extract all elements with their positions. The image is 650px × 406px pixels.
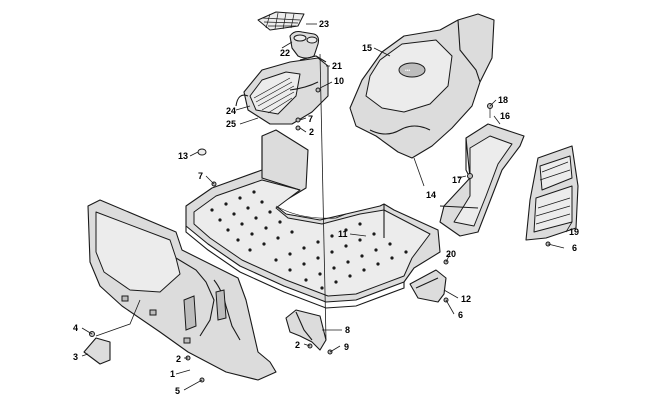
callout-7: 7 xyxy=(198,171,203,181)
callout-5: 5 xyxy=(175,386,180,396)
front-fender-hood: ••• xyxy=(349,13,495,159)
callout-25: 25 xyxy=(226,119,236,129)
callout-13: 13 xyxy=(178,151,188,161)
center-bracket xyxy=(285,309,327,351)
callout-3: 3 xyxy=(73,352,78,362)
callout-10: 10 xyxy=(334,76,344,86)
callout-17: 17 xyxy=(452,175,462,185)
callout-19: 19 xyxy=(569,227,579,237)
callout-12: 12 xyxy=(461,294,471,304)
callout-2: 2 xyxy=(176,354,181,364)
callout-9: 9 xyxy=(344,342,349,352)
leader-lines xyxy=(81,23,573,391)
floor-drain-holes xyxy=(210,190,408,290)
callout-6: 6 xyxy=(572,243,577,253)
callout-15: 15 xyxy=(362,43,372,53)
hardware-fasteners xyxy=(89,87,551,383)
floor-panel xyxy=(185,129,441,309)
cup-holder-grille xyxy=(257,11,305,31)
callout-8: 8 xyxy=(345,325,350,335)
callout-24: 24 xyxy=(226,106,236,116)
callout-22: 22 xyxy=(280,48,290,58)
callout-11: 11 xyxy=(338,229,348,239)
callout-1: 1 xyxy=(170,369,175,379)
callout-18: 18 xyxy=(498,95,508,105)
callout-14: 14 xyxy=(426,190,436,200)
callout-20: 20 xyxy=(446,249,456,259)
callout-6: 6 xyxy=(458,310,463,320)
floor-bracket xyxy=(409,269,447,303)
callout-4: 4 xyxy=(73,323,78,333)
callout-2: 2 xyxy=(295,340,300,350)
side-bracket xyxy=(83,337,111,365)
rear-firewall-panel xyxy=(87,199,277,381)
svg-text:•••: ••• xyxy=(405,68,411,74)
center-console xyxy=(235,55,329,125)
callout-7: 7 xyxy=(308,114,313,124)
callout-23: 23 xyxy=(319,19,329,29)
callout-16: 16 xyxy=(500,111,510,121)
callout-2: 2 xyxy=(309,127,314,137)
callout-labels: 1 2 2 2 3 4 5 6 6 7 7 8 9 10 11 12 13 14… xyxy=(73,19,579,396)
side-net-panel xyxy=(525,145,579,241)
cup-holder-insert xyxy=(289,30,320,59)
callout-21: 21 xyxy=(332,61,342,71)
